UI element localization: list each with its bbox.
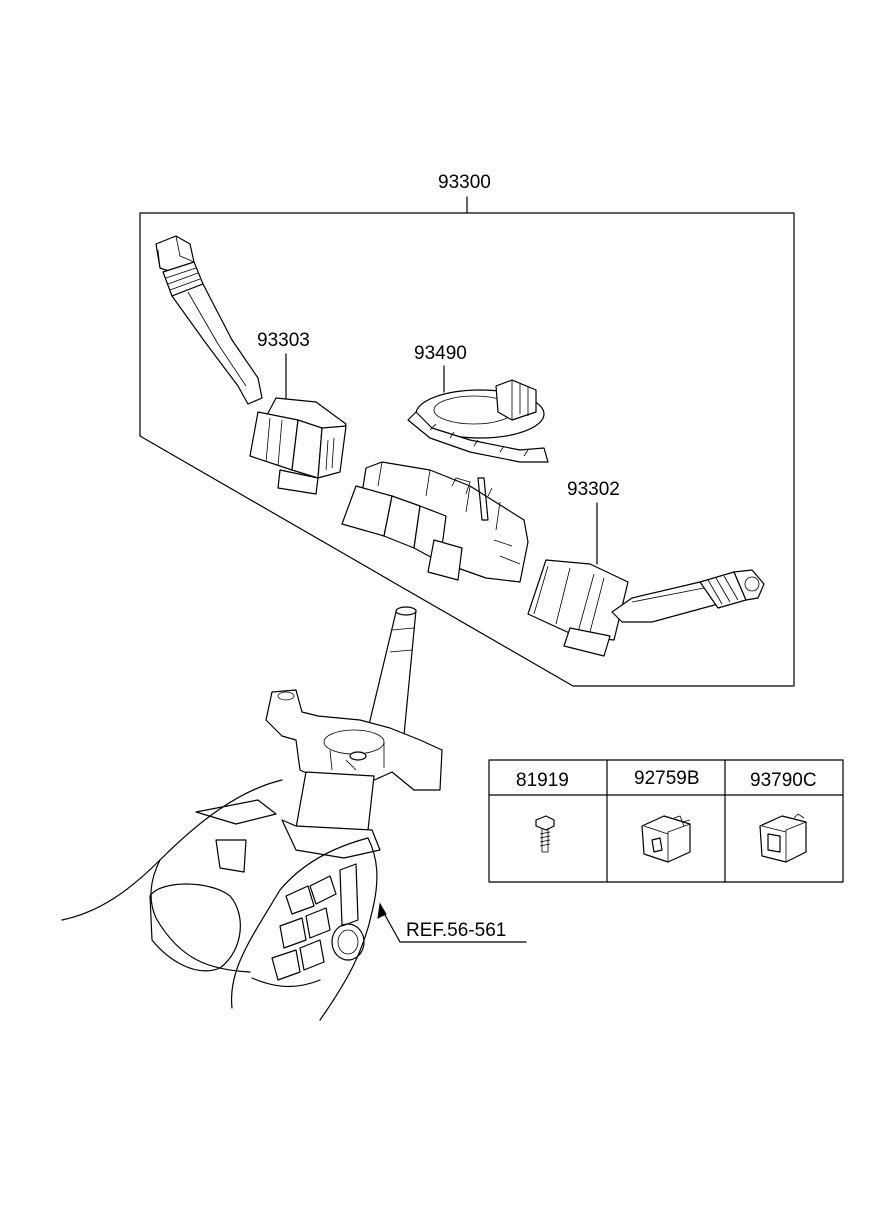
screw-icon	[535, 815, 555, 853]
callout-93302: 93302	[567, 479, 620, 500]
lever-right-part	[527, 559, 765, 657]
part-number-92759b: 92759B	[634, 768, 700, 789]
lever-left-part	[155, 235, 347, 495]
assembly-outline	[139, 196, 795, 687]
callout-93490: 93490	[414, 343, 467, 364]
switch-housing-part	[341, 461, 529, 583]
parts-table	[488, 759, 844, 883]
switch-icon	[759, 813, 807, 863]
callout-93300: 93300	[438, 172, 491, 193]
part-number-81919: 81919	[516, 770, 569, 791]
steering-wheel-part	[61, 779, 378, 1021]
part-number-93790c: 93790C	[750, 770, 817, 791]
steering-column-part	[265, 606, 443, 859]
reference-callout	[377, 902, 527, 943]
callout-93303: 93303	[257, 330, 310, 351]
reference-label: REF.56-561	[406, 920, 506, 941]
connector-icon	[641, 815, 691, 863]
clock-spring-part	[407, 379, 549, 463]
